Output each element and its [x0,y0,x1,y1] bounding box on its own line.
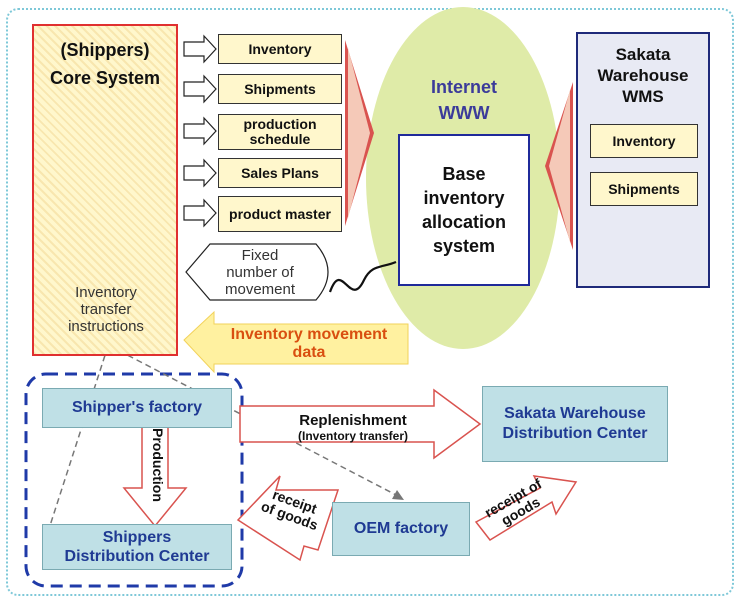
transfer-line2: transfer [80,301,132,318]
base-line3: allocation [421,212,506,232]
core-system-line1: (Shippers) [60,40,150,60]
replenishment-label: Replenishment (Inventory transfer) [268,412,438,444]
data-item-sales-plans: Sales Plans [218,158,342,188]
replenishment-line2: (Inventory transfer) [297,429,409,443]
replenishment-line1: Replenishment [299,412,407,429]
base-line1: Base [442,164,486,184]
from-wms-arrow-inner [549,90,570,242]
fixed-line1: Fixed [241,247,279,264]
replenishment-arrow [239,388,482,460]
core-arrow-5 [183,198,217,228]
wms-line3: WMS [622,87,664,106]
diagram-frame [6,8,734,596]
receipt-right-arrow [474,475,578,541]
core-system-title: (Shippers) Core System [32,36,178,92]
wms-box [576,32,710,288]
shipper-group-border [24,372,244,588]
internet-line1: Internet [430,77,497,97]
internet-line2: WWW [438,103,490,123]
oem-factory-box: OEM factory [332,502,470,556]
base-line4: system [432,236,496,256]
sakata-dc-line1: Sakata Warehouse [504,405,646,422]
shippers-dc-box: Shippers Distribution Center [42,524,232,570]
wms-line2: Warehouse [597,66,689,85]
internet-label: Internet WWW [398,74,530,126]
core-arrow-1 [183,34,217,64]
sakata-dc-line2: Distribution Center [502,425,648,442]
movement-line2: data [292,344,326,361]
fixed-line3: movement [224,281,296,298]
squiggle-connector [328,260,397,293]
sakata-dc-box: Sakata Warehouse Distribution Center [482,386,668,462]
wms-title: Sakata Warehouse WMS [576,44,710,107]
base-system-box: Base inventory allocation system [398,134,530,286]
core-arrow-2 [183,74,217,104]
data-item-production-schedule: production schedule [218,114,342,150]
shippers-dc-line2: Distribution Center [64,548,210,565]
transfer-line1: Inventory [75,284,137,301]
movement-data-label: Inventory movement data [214,326,404,362]
receipt-left-arrow [236,475,340,562]
movement-line1: Inventory movement [230,326,388,343]
fixed-number-label: Fixed number of movement [212,247,308,298]
wms-item-inventory: Inventory [590,124,698,158]
movement-data-arrow [183,310,409,374]
production-arrow [122,417,188,528]
data-item-product-master: product master [218,196,342,232]
data-item-shipments: Shipments [218,74,342,104]
core-arrow-4 [183,158,217,188]
wms-line1: Sakata [615,45,671,64]
transfer-line3: instructions [68,318,144,335]
wms-item-shipments: Shipments [590,172,698,206]
core-system-line2: Core System [49,68,161,88]
core-system-box [32,24,178,356]
shippers-dc-line1: Shippers [102,529,172,546]
core-arrow-3 [183,116,217,146]
base-line2: inventory [423,188,505,208]
production-label: Production [150,428,166,502]
dashed-to-shippers-dc [45,345,109,539]
shipper-factory-box: Shipper's factory [42,388,232,428]
fixed-line2: number of [226,264,294,281]
data-item-inventory: Inventory [218,34,342,64]
transfer-instructions-label: Inventory transfer instructions [52,284,160,335]
fixed-number-callout [185,243,329,301]
to-internet-arrow-inner [348,48,370,218]
